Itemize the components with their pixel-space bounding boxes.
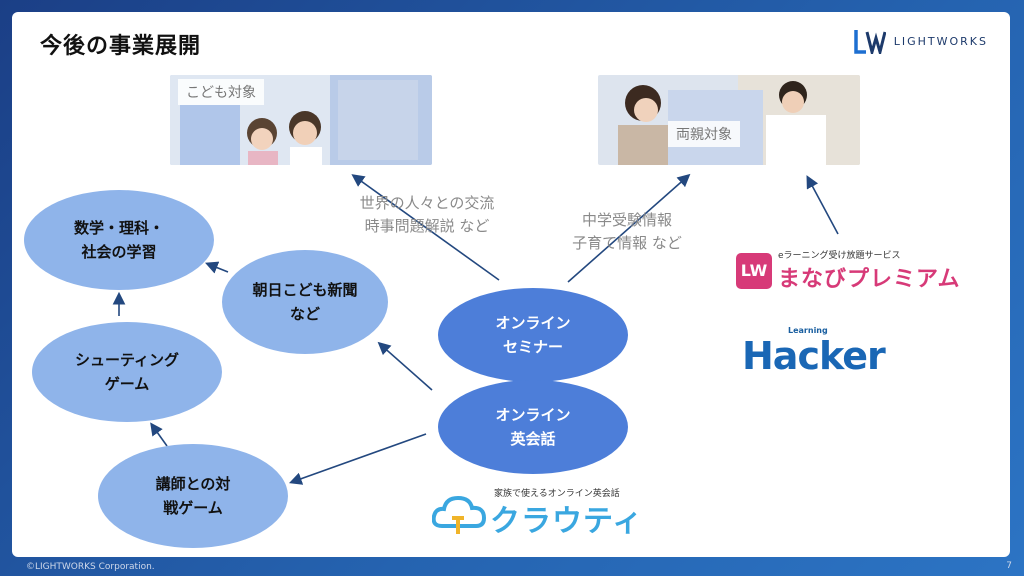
bubble-asahi-kids-newspaper: 朝日こども新聞など bbox=[222, 250, 388, 354]
bubble-text: 朝日こども新聞 bbox=[252, 281, 358, 299]
manabi-subtitle: eラーニング受け放題サービス bbox=[778, 251, 901, 261]
arrow-seminar-parents bbox=[567, 173, 691, 283]
bubble-text: 数学・理科・ bbox=[73, 219, 164, 237]
children-photo: こども対象 bbox=[170, 75, 432, 165]
parents-target-label: 両親対象 bbox=[668, 121, 740, 147]
slide: 今後の事業展開 LIGHTWORKS こど bbox=[12, 12, 1010, 557]
children-topics: 世界の人々との交流 時事問題解説 など bbox=[337, 192, 517, 239]
bubble-text: 講師との対 bbox=[155, 475, 231, 493]
children-topic-line: 世界の人々との交流 bbox=[359, 194, 495, 212]
children-target-label: こども対象 bbox=[178, 79, 264, 105]
arrow-seminar-children bbox=[351, 174, 500, 281]
children-photo-image bbox=[170, 75, 432, 165]
arrow-newspaper-math bbox=[205, 261, 229, 274]
company-logo: LIGHTWORKS bbox=[853, 28, 988, 54]
bubble-text: オンライン bbox=[495, 406, 571, 424]
bubble-text: など bbox=[289, 305, 320, 323]
footer-copyright: ©LIGHTWORKS Corporation. bbox=[26, 562, 155, 572]
bubble-battle-game: 講師との対戦ゲーム bbox=[98, 444, 288, 548]
parents-topic-line: 中学受験情報 bbox=[581, 211, 672, 229]
manabi-title: まなびプレミアム bbox=[778, 267, 961, 292]
learning-hacker-wordmark: Hacker bbox=[742, 334, 886, 378]
learning-hacker-logo: Learning Hacker bbox=[742, 318, 922, 382]
manabi-premium-logo: LW eラーニング受け放題サービス まなびプレミアム bbox=[736, 248, 960, 293]
arrow-english-battle bbox=[288, 433, 427, 485]
bubble-text: ゲーム bbox=[104, 375, 150, 393]
manabi-lw-icon: LW bbox=[736, 252, 772, 289]
bubble-text: セミナー bbox=[502, 338, 563, 356]
parents-photo-image bbox=[598, 75, 860, 165]
parents-topic-line: 子育て情報 など bbox=[572, 234, 682, 253]
kurauti-title: クラウティ bbox=[490, 504, 644, 539]
bubble-text: 戦ゲーム bbox=[163, 499, 223, 517]
kurauti-subtitle: 家族で使えるオンライン英会話 bbox=[494, 489, 620, 499]
flow-arrows bbox=[112, 173, 839, 485]
bubble-text: オンライン bbox=[495, 314, 571, 332]
bubble-text: シューティング bbox=[74, 351, 180, 369]
company-name: LIGHTWORKS bbox=[893, 34, 988, 48]
arrow-logos-parents bbox=[806, 175, 839, 235]
parents-topics: 中学受験情報 子育て情報 など bbox=[552, 209, 702, 256]
kurauti-logo: 家族で使えるオンライン英会話 クラウティ bbox=[432, 486, 652, 542]
bubble-math-science-social: 数学・理科・社会の学習 bbox=[24, 190, 214, 290]
parents-photo: 両親対象 bbox=[598, 75, 860, 165]
page-number: 7 bbox=[1006, 561, 1012, 571]
arrows-layer bbox=[112, 173, 839, 485]
lw-mark-icon bbox=[853, 30, 886, 54]
bubble-text: 社会の学習 bbox=[81, 243, 157, 261]
arrow-battle-shooting bbox=[150, 422, 168, 447]
bubble-shooting-game: シューティングゲーム bbox=[32, 322, 222, 422]
bubble-online-seminar: オンラインセミナー bbox=[438, 288, 628, 382]
slide-title: 今後の事業展開 bbox=[40, 34, 202, 59]
cloud-icon bbox=[432, 495, 487, 534]
bubble-text: 英会話 bbox=[510, 430, 556, 448]
learning-hacker-small-text: Learning bbox=[788, 326, 828, 335]
children-topic-line: 時事問題解説 など bbox=[364, 217, 490, 236]
arrow-english-newspaper bbox=[377, 341, 433, 391]
bubble-online-english: オンライン英会話 bbox=[438, 380, 628, 474]
